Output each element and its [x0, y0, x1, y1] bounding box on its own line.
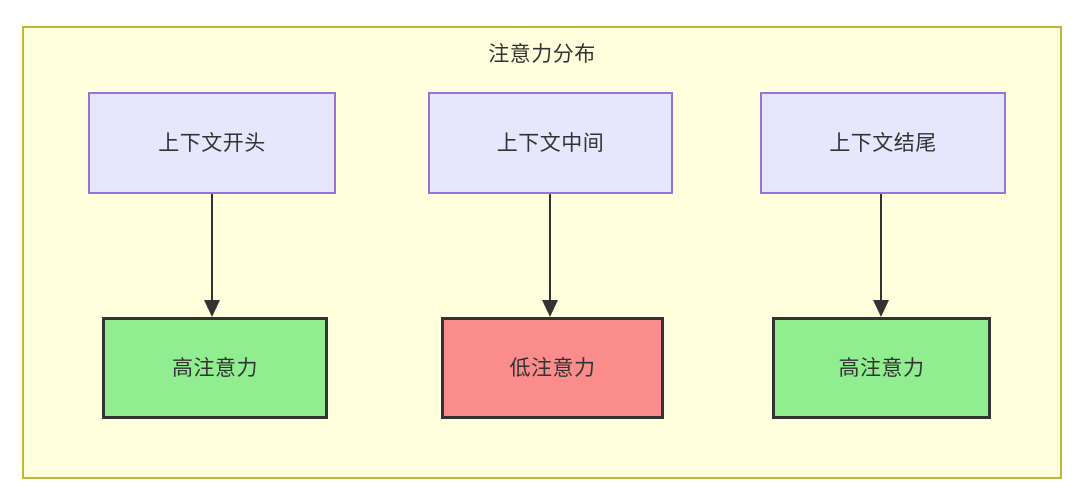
node-context-start-label: 上下文开头 — [158, 131, 266, 155]
subgraph-title: 注意力分布 — [488, 43, 596, 66]
node-attention-middle[interactable]: 低注意力 — [441, 317, 664, 419]
node-context-end[interactable]: 上下文结尾 — [760, 92, 1006, 194]
node-context-middle-label: 上下文中间 — [496, 131, 605, 155]
node-attention-start[interactable]: 高注意力 — [102, 317, 328, 419]
node-attention-end[interactable]: 高注意力 — [772, 317, 991, 419]
node-attention-end-label: 高注意力 — [838, 356, 925, 380]
node-attention-start-label: 高注意力 — [172, 356, 258, 380]
node-context-start[interactable]: 上下文开头 — [88, 92, 336, 194]
node-context-end-label: 上下文结尾 — [829, 131, 937, 155]
node-attention-middle-label: 低注意力 — [509, 356, 596, 380]
node-context-middle[interactable]: 上下文中间 — [428, 92, 673, 194]
